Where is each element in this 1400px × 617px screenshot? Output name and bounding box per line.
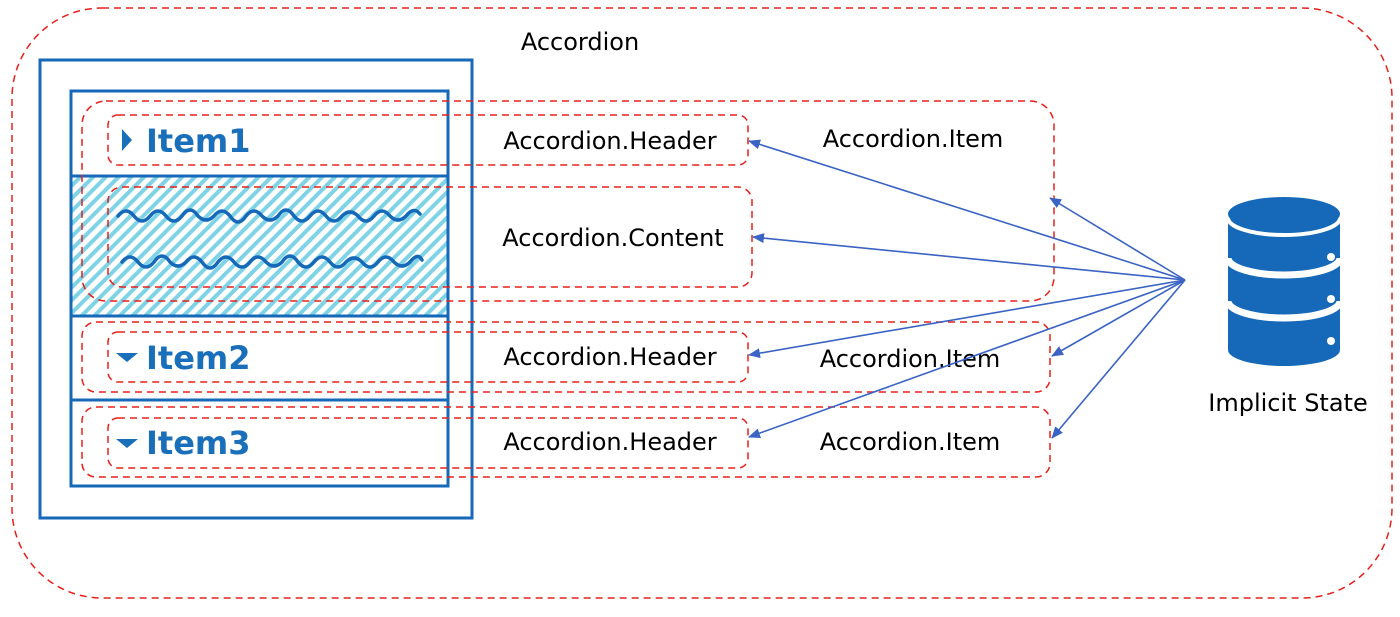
label-accordion-header-3: Accordion.Header — [503, 428, 716, 456]
label-accordion-header-2: Accordion.Header — [503, 343, 716, 371]
arrow-to-header-3 — [748, 279, 1186, 438]
content-squiggle-line-2 — [120, 254, 424, 270]
accordion-header-box-2 — [107, 331, 749, 383]
arrow-to-content-1 — [752, 233, 1186, 281]
implicit-state-label: Implicit State — [1208, 389, 1367, 417]
arrow-to-item-1 — [1049, 197, 1186, 281]
label-accordion-item-1: Accordion.Item — [823, 125, 1004, 153]
arrow-to-header-1 — [748, 139, 1186, 281]
chevron-down-icon — [116, 353, 138, 362]
database-icon — [1224, 197, 1344, 366]
accordion-header-box-1 — [107, 114, 749, 166]
label-accordion-item-3: Accordion.Item — [820, 428, 1001, 456]
item3-label: Item3 — [146, 424, 251, 462]
item2-label: Item2 — [146, 339, 251, 377]
accordion-content-box-1 — [107, 186, 753, 288]
arrow-to-header-2 — [748, 279, 1186, 359]
label-accordion-item-2: Accordion.Item — [820, 345, 1001, 373]
label-accordion-header-1: Accordion.Header — [503, 127, 716, 155]
item1-content-panel — [69, 174, 450, 318]
content-squiggle-line-1 — [116, 208, 422, 224]
arrow-to-item-3 — [1051, 279, 1186, 439]
accordion-widget-frame — [38, 58, 474, 520]
accordion-item-3-header[interactable]: Item3 — [116, 424, 251, 462]
state-arrows — [748, 139, 1186, 439]
accordion-item-box-3 — [81, 406, 1051, 478]
accordion-header-box-3 — [107, 417, 749, 469]
accordion-title: Accordion — [521, 28, 639, 56]
arrow-to-item-2 — [1051, 279, 1186, 357]
accordion-item-1-header[interactable]: Item1 — [122, 122, 251, 160]
item1-label: Item1 — [146, 122, 251, 160]
chevron-down-icon — [116, 439, 138, 448]
label-accordion-content-1: Accordion.Content — [502, 224, 723, 252]
accordion-item-box-2 — [81, 321, 1051, 393]
accordion-item-2-header[interactable]: Item2 — [116, 339, 251, 377]
accordion-outer-boundary — [11, 7, 1393, 599]
chevron-right-icon — [122, 129, 132, 151]
